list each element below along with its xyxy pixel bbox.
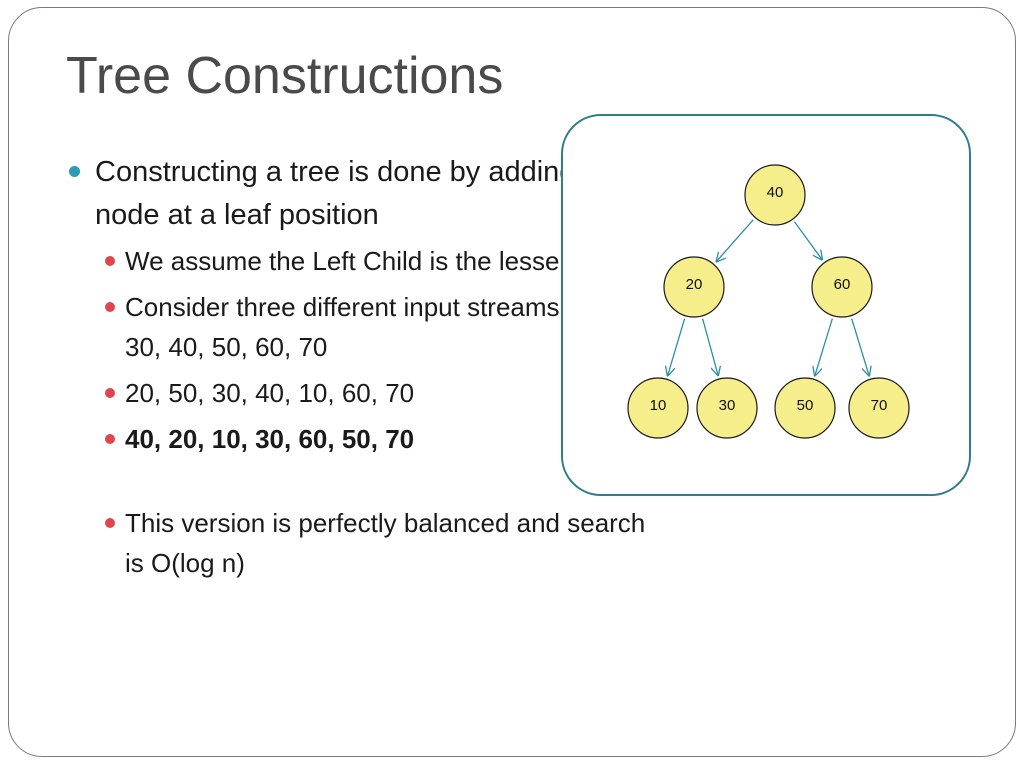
tree-node-label: 70 — [871, 397, 888, 414]
tree-edge-arrow — [815, 318, 833, 376]
tree-edges — [668, 219, 869, 376]
tree-node-circle — [696, 377, 758, 439]
slide-title: Tree Constructions — [66, 47, 504, 105]
sub-bullet-item: We assume the Left Child is the lesser v… — [69, 241, 689, 281]
sub-bullet-text: 20, 50, 30, 40, 10, 60, 70 — [125, 378, 415, 408]
sub-bullet-dot-icon — [105, 388, 115, 398]
tree-node-circle — [627, 377, 689, 439]
tree-edge-arrow — [851, 318, 869, 376]
tree-edge-arrow — [793, 221, 822, 260]
tree-node: 10 — [627, 377, 689, 439]
tree-node-label: 10 — [650, 397, 667, 414]
sub-bullet-text: This version is perfectly balanced and s… — [125, 508, 646, 578]
sub-bullet-text: 40, 20, 10, 30, 60, 50, 70 — [125, 424, 415, 454]
tree-node-circle — [774, 377, 836, 439]
slide: Tree Constructions Constructing a tree i… — [8, 7, 1016, 757]
sub-bullet-item: 20, 50, 30, 40, 10, 60, 70 — [69, 373, 689, 413]
sub-bullet-item-bold: 40, 20, 10, 30, 60, 50, 70 — [69, 419, 689, 459]
tree-node: 50 — [774, 377, 836, 439]
tree-node: 70 — [848, 377, 910, 439]
tree-node: 30 — [696, 377, 758, 439]
tree-nodes: 40 20 60 10 30 50 70 — [627, 164, 910, 439]
sub-bullet-text: We assume the Left Child is the lesser v… — [125, 246, 638, 276]
tree-node-circle — [811, 256, 873, 318]
tree-edge-arrow — [702, 318, 718, 375]
tree-node-label: 50 — [797, 397, 814, 414]
sub-bullet-dot-icon — [105, 302, 115, 312]
tree-edge-arrow — [716, 219, 754, 262]
tree-node-label: 40 — [767, 184, 784, 201]
tree-node-circle — [663, 256, 725, 318]
tree-node: 20 — [663, 256, 725, 318]
bullet-dot-icon — [69, 166, 80, 177]
tree-node: 40 — [744, 164, 806, 226]
tree-edge-arrow — [668, 318, 686, 376]
tree-node-label: 30 — [719, 397, 736, 414]
tree-diagram: 40 20 60 10 30 50 70 — [627, 164, 910, 439]
sub-bullet-dot-icon — [105, 434, 115, 444]
sub-bullet-item: This version is perfectly balanced and s… — [69, 503, 665, 583]
tree-node-label: 20 — [686, 276, 703, 293]
tree-node-circle — [744, 164, 806, 226]
tree-node: 60 — [811, 256, 873, 318]
tree-node-circle — [848, 377, 910, 439]
sub-bullet-dot-icon — [105, 518, 115, 528]
sub-bullet-dot-icon — [105, 256, 115, 266]
tree-node-label: 60 — [834, 276, 851, 293]
tree-diagram-box: 40 20 60 10 30 50 70 — [561, 114, 971, 496]
